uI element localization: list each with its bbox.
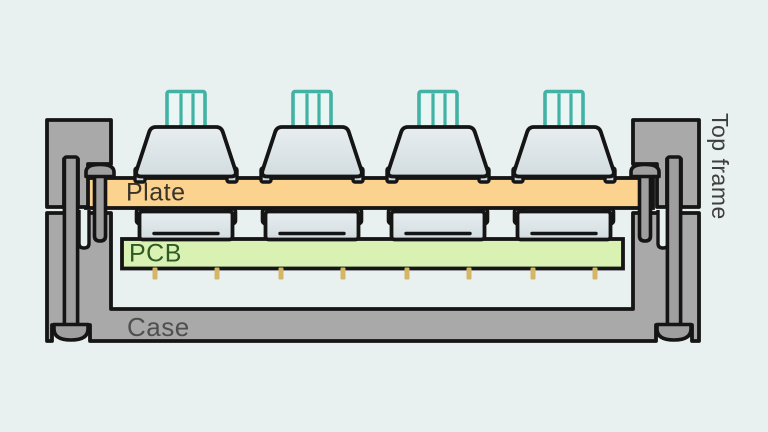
- case-screw-left: [52, 155, 90, 342]
- plate-screw-left-shaft: [92, 168, 108, 243]
- plate-screw-right-shaft: [637, 168, 653, 243]
- switch-pin: [530, 267, 536, 280]
- plate-screw-right-head: [629, 162, 661, 179]
- switch-pin: [214, 267, 220, 280]
- plate-screw-right: [629, 162, 661, 243]
- pcb-label: PCB: [129, 240, 182, 268]
- switch-pin: [152, 267, 158, 280]
- case-label: Case: [127, 312, 190, 342]
- switch-pin: [592, 267, 598, 280]
- pcb-bar: [120, 237, 625, 271]
- plate-bar: [84, 176, 655, 210]
- case-groove-left: [77, 210, 91, 250]
- case-screw-right-shaft: [665, 155, 683, 329]
- case-screw-left-head: [52, 322, 90, 342]
- switch-pin: [278, 267, 284, 280]
- case-screw-left-shaft: [62, 155, 80, 329]
- switch-pin: [404, 267, 410, 280]
- top-frame-label: Top frame: [707, 113, 733, 220]
- plate-screw-left-head: [84, 162, 116, 179]
- switch-pin: [340, 267, 346, 280]
- switch-pin: [466, 267, 472, 280]
- switch-pins: [152, 267, 598, 280]
- case-screw-right-head: [655, 322, 693, 342]
- plate-label: Plate: [126, 179, 185, 207]
- case-screw-right: [655, 155, 693, 342]
- plate-screw-left: [84, 162, 116, 243]
